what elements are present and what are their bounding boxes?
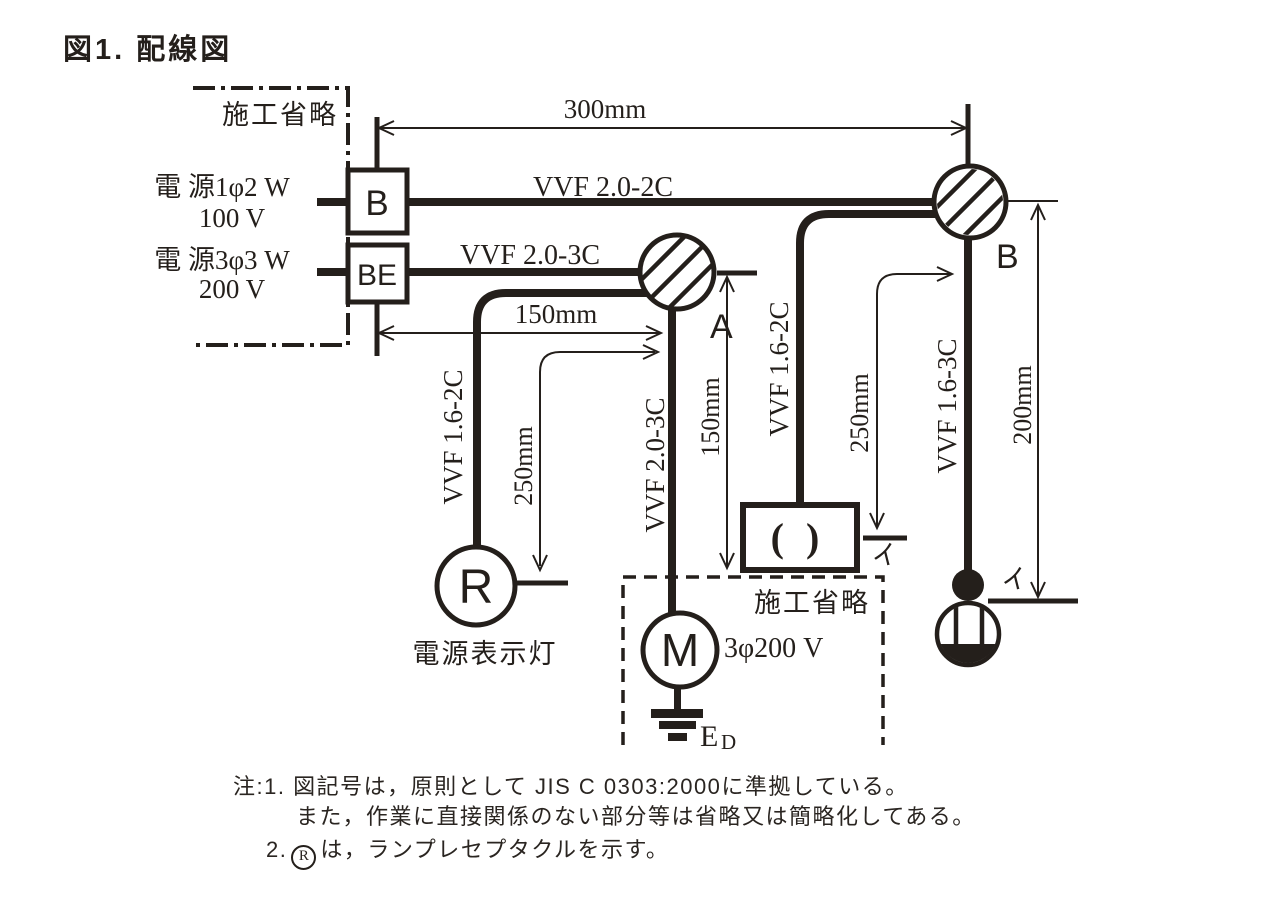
arrow-right-icon xyxy=(936,266,955,282)
breaker-be-box xyxy=(345,242,410,305)
ground-symbol-icon xyxy=(651,687,703,741)
ceiling-rosette-symbol xyxy=(740,502,860,573)
cable-label-rosette-drop: VVF 1.6-2C xyxy=(764,301,794,436)
motor-omission-label: 施工省略 xyxy=(754,588,870,618)
dim-200-label: 200mm xyxy=(1008,365,1037,444)
dim-300-label: 300mm xyxy=(564,94,647,124)
motor-letter: M xyxy=(661,624,699,676)
arrow-up-icon xyxy=(719,274,735,293)
junction-box-a-hatch-icon xyxy=(642,237,712,307)
breaker-b-box xyxy=(345,167,410,236)
note-2-text: は，ランプレセプタクルを示す。 xyxy=(320,837,670,862)
junction-box-b-hatch-icon xyxy=(937,169,1003,235)
arrow-down-icon xyxy=(869,512,885,531)
note-2-prefix: 2. xyxy=(266,837,288,862)
rosette-circuit-tag: イ xyxy=(869,538,902,573)
arrow-left-icon xyxy=(376,325,395,341)
note-1-line-2: また，作業に直接関係のない部分等は省略又は簡略化してある。 xyxy=(296,804,976,829)
figure-title: 図1. 配線図 xyxy=(63,34,233,66)
arrow-up-icon xyxy=(1030,202,1046,221)
breaker-be-label: BE xyxy=(357,259,397,292)
dim-150h-label: 150mm xyxy=(515,299,598,329)
cable-label-be-to-a: VVF 2.0-3C xyxy=(460,240,600,271)
lamp-receptacle-symbol xyxy=(434,544,518,628)
ground-label-main: E xyxy=(700,720,718,753)
dimension-200mm: 200mm xyxy=(988,200,1078,604)
ceiling-rosette-glyph: ( ) xyxy=(771,515,826,560)
dim-250l-label: 250mm xyxy=(509,426,538,505)
source-omission-label: 施工省略 xyxy=(222,100,338,130)
cable-label-lamp-drop: VVF 1.6-2C xyxy=(438,369,468,504)
dim-250r-line xyxy=(876,273,952,528)
arrow-down-icon xyxy=(532,554,548,573)
dimension-250mm-lamp: 250mm xyxy=(509,344,661,586)
dim-250l-line xyxy=(539,351,655,566)
dimension-150mm-horizontal: 150mm xyxy=(374,299,664,356)
arrow-right-icon xyxy=(642,344,661,360)
source1-label: 電 源1φ2 W xyxy=(154,172,290,202)
dimension-150mm-vertical: 150mm xyxy=(696,270,757,571)
cable-label-motor-drop: VVF 2.0-3C xyxy=(640,397,670,532)
source2-voltage: 200 V xyxy=(199,274,266,304)
dim-150v-label: 150mm xyxy=(696,377,725,456)
arrow-left-icon xyxy=(376,120,395,136)
dim-250r-label: 250mm xyxy=(845,373,874,452)
arrow-down-icon xyxy=(719,552,735,571)
arrow-down-icon xyxy=(1030,581,1046,600)
wire-junction-b-to-rosette xyxy=(796,210,942,506)
lamp-caption: 電源表示灯 xyxy=(413,639,558,669)
switch-circuit-tag: イ xyxy=(998,562,1031,597)
switch-symbol xyxy=(952,569,984,601)
wire-junction-a-to-lamp xyxy=(473,289,652,548)
cable-label-switch-drop: VVF 1.6-3C xyxy=(932,338,962,473)
dimension-300mm: 300mm xyxy=(374,94,971,170)
arrow-right-icon xyxy=(950,120,969,136)
circled-r-icon: R xyxy=(291,845,317,870)
note-1-line-1: 注:1. 図記号は，原則として JIS C 0303:2000に準拠している。 xyxy=(233,774,909,799)
dimension-250mm-rosette: 250mm xyxy=(845,266,955,541)
source2-label: 電 源3φ3 W xyxy=(154,245,290,275)
breaker-b-label: B xyxy=(365,184,388,223)
source1-voltage: 100 V xyxy=(199,203,266,233)
lamp-receptacle-letter: R xyxy=(459,561,494,614)
cable-label-top: VVF 2.0-2C xyxy=(533,172,673,203)
motor-voltage: 3φ200 V xyxy=(724,633,823,664)
arrow-right-icon xyxy=(645,325,664,341)
motor-omission-box xyxy=(621,575,885,745)
junction-a-label: A xyxy=(710,308,733,346)
ground-label-sub: D xyxy=(721,730,736,754)
junction-b-label: B xyxy=(996,238,1019,276)
outlet-symbol-detail-icon xyxy=(939,605,997,663)
